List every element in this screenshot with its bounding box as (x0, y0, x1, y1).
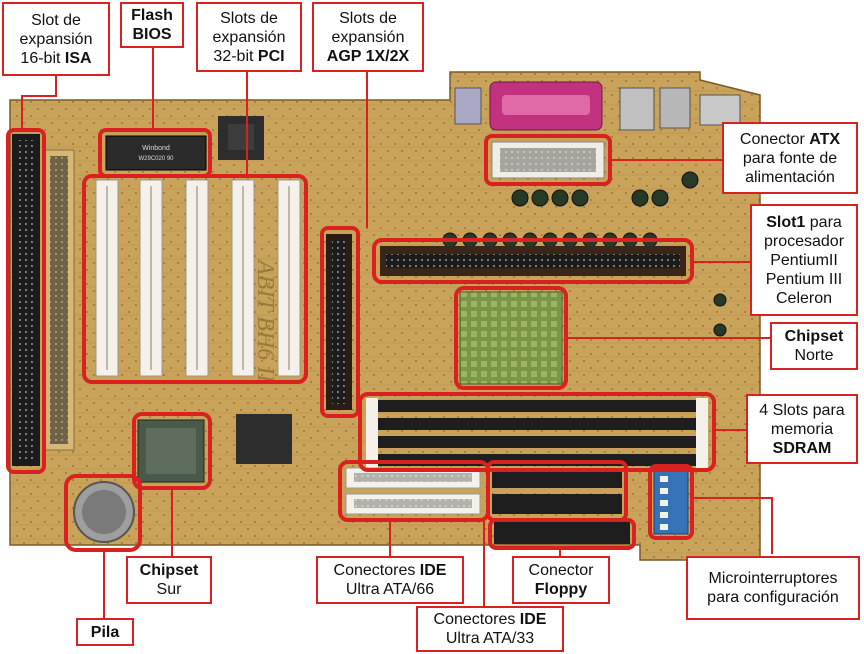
label-atx-connector: Conector ATX para fonte de alimentación (722, 122, 858, 194)
ide-ata33-connector (492, 468, 622, 488)
label-dip-switches: Microinterruptores para configuración (686, 556, 860, 620)
label-agp-slot: Slots de expansión AGP 1X/2X (312, 2, 424, 72)
floppy-connector (494, 522, 630, 544)
label-pila: Pila (76, 618, 134, 646)
flash-bios-chip (105, 135, 207, 171)
label-floppy: Conector Floppy (512, 556, 610, 604)
board-model-text: ABIT BH6 II (252, 258, 278, 383)
north-bridge-heatsink (459, 291, 563, 385)
svg-text:W29C020 90: W29C020 90 (138, 156, 174, 162)
label-sdram-slots: 4 Slots para memoria SDRAM (746, 394, 858, 464)
label-slot1: Slot1 para procesador PentiumII Pentium … (750, 204, 858, 316)
bios-chip-text: Winbond (142, 145, 170, 152)
label-chipset-sur: Chipset Sur (126, 556, 212, 604)
label-pci-slots: Slots de expansión 32-bit PCI (196, 2, 302, 72)
dip-switches (653, 469, 689, 535)
label-chipset-norte: Chipset Norte (770, 322, 858, 370)
label-ide-ata33: Conectores IDE Ultra ATA/33 (416, 606, 564, 652)
pci-slots (95, 179, 301, 377)
usb-port (619, 87, 655, 131)
leader-lines (21, 48, 773, 618)
label-flash-bios: Flash BIOS (120, 2, 184, 48)
label-isa-slot: Slot de expansión 16-bit ISA (2, 2, 110, 76)
label-ide-ata66: Conectores IDE Ultra ATA/66 (316, 556, 464, 604)
